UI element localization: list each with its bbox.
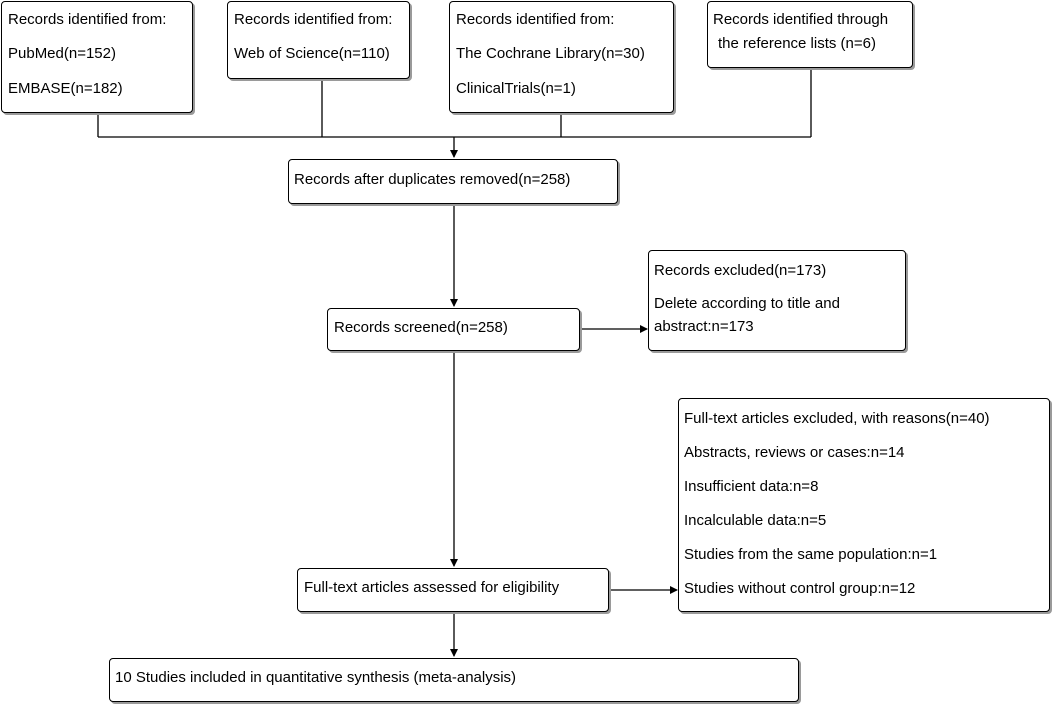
fulltext-excluded-reason: Studies from the same population:n=1: [684, 546, 938, 563]
records-excluded-reason-line2: abstract:n=173: [654, 318, 754, 335]
source-box-pubmed-embase: Records identified from: PubMed(n=152) E…: [1, 1, 193, 113]
source-box-cochrane-trials: Records identified from: The Cochrane Li…: [449, 1, 674, 113]
source-embase: EMBASE(n=182): [8, 80, 123, 97]
source-pubmed: PubMed(n=152): [8, 45, 116, 62]
source-box-reference-lists: Records identified through the reference…: [707, 1, 913, 68]
source-reference-line1: Records identified through: [713, 11, 889, 28]
fulltext-excluded-reason: Studies without control group:n=12: [684, 580, 916, 597]
source-web-of-science: Web of Science(n=110): [234, 45, 390, 62]
records-excluded-reason-line1: Delete according to title and: [654, 295, 840, 312]
source-reference-line2: the reference lists (n=6): [718, 35, 876, 52]
fulltext-assessed-box: Full-text articles assessed for eligibil…: [297, 568, 609, 612]
records-excluded-box: Records excluded(n=173) Delete according…: [648, 250, 906, 351]
source-heading: Records identified from:: [8, 11, 167, 28]
source-heading: Records identified from:: [234, 11, 393, 28]
fulltext-excluded-reason: Incalculable data:n=5: [684, 512, 827, 529]
records-excluded-heading: Records excluded(n=173): [654, 262, 827, 279]
fulltext-assessed-label: Full-text articles assessed for eligibil…: [304, 579, 560, 596]
source-cochrane: The Cochrane Library(n=30): [456, 45, 645, 62]
source-clinicaltrials: ClinicalTrials(n=1): [456, 80, 576, 97]
studies-included-label: 10 Studies included in quantitative synt…: [115, 669, 517, 686]
records-screened-label: Records screened(n=258): [334, 319, 508, 336]
source-box-web-of-science: Records identified from: Web of Science(…: [227, 1, 410, 79]
fulltext-excluded-reason: Insufficient data:n=8: [684, 478, 819, 495]
source-heading: Records identified from:: [456, 11, 615, 28]
records-screened-box: Records screened(n=258): [327, 308, 580, 351]
duplicates-removed-label: Records after duplicates removed(n=258): [294, 171, 571, 188]
studies-included-box: 10 Studies included in quantitative synt…: [109, 658, 799, 702]
fulltext-excluded-heading: Full-text articles excluded, with reason…: [684, 410, 990, 427]
fulltext-excluded-box: Full-text articles excluded, with reason…: [678, 398, 1050, 612]
fulltext-excluded-reason: Abstracts, reviews or cases:n=14: [684, 444, 905, 461]
duplicates-removed-box: Records after duplicates removed(n=258): [288, 159, 618, 204]
